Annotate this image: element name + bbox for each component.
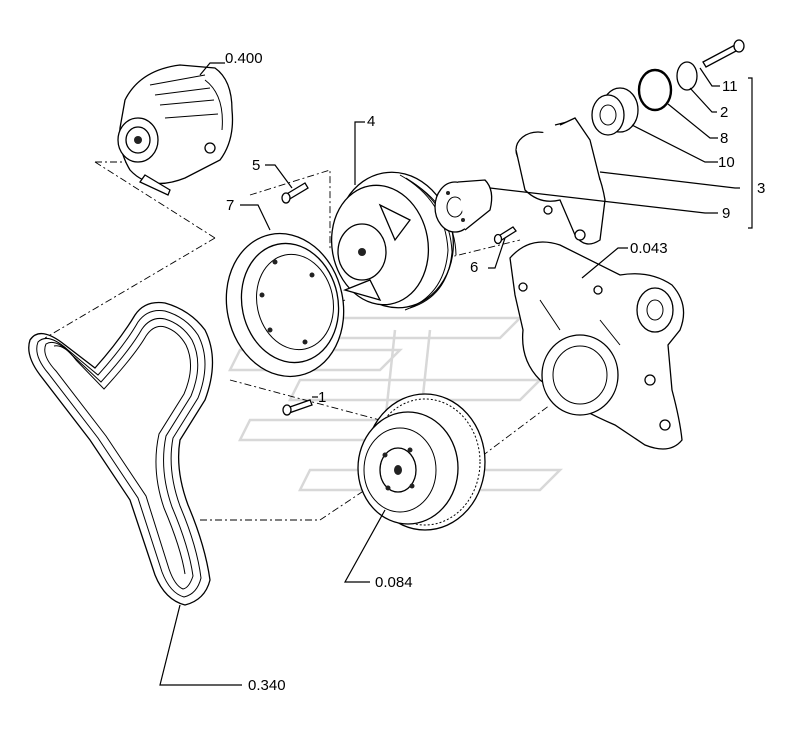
damper-pulley bbox=[357, 393, 486, 531]
screw-5 bbox=[281, 182, 309, 204]
leader-lines bbox=[159, 62, 753, 686]
label-screw-6: 6 bbox=[470, 259, 478, 276]
label-screw-1: 1 bbox=[318, 389, 326, 406]
label-hub-9: 9 bbox=[722, 205, 730, 222]
screw-1 bbox=[282, 399, 313, 416]
callout-labels: 0.400 5 7 4 11 2 8 10 3 9 6 0.043 1 0.08… bbox=[225, 50, 765, 694]
label-front-cover: 0.043 bbox=[630, 240, 668, 257]
hub-9 bbox=[434, 179, 493, 233]
front-cover bbox=[509, 241, 685, 450]
bearing-10 bbox=[591, 87, 639, 136]
pulley-7 bbox=[225, 232, 345, 378]
label-alternator: 0.400 bbox=[225, 50, 263, 67]
label-bolt-11: 11 bbox=[722, 78, 738, 95]
label-pulley-7: 7 bbox=[226, 197, 234, 214]
bolt-11 bbox=[702, 39, 745, 68]
label-screw-5: 5 bbox=[252, 157, 260, 174]
pulley-4 bbox=[330, 171, 457, 311]
label-bracket-3: 3 bbox=[757, 180, 765, 197]
label-pulley-4: 4 bbox=[367, 113, 375, 130]
label-snap-ring-8: 8 bbox=[720, 130, 728, 147]
bracket-3 bbox=[515, 117, 606, 245]
alternator bbox=[117, 64, 234, 196]
poly-v-belt bbox=[28, 301, 214, 606]
label-bearing-10: 10 bbox=[718, 154, 735, 171]
snap-ring-8 bbox=[637, 68, 673, 112]
label-washer-2: 2 bbox=[720, 104, 728, 121]
screw-6 bbox=[493, 226, 517, 245]
washer-2 bbox=[676, 61, 698, 91]
label-damper-pulley: 0.084 bbox=[375, 574, 413, 591]
label-belt: 0.340 bbox=[248, 677, 286, 694]
